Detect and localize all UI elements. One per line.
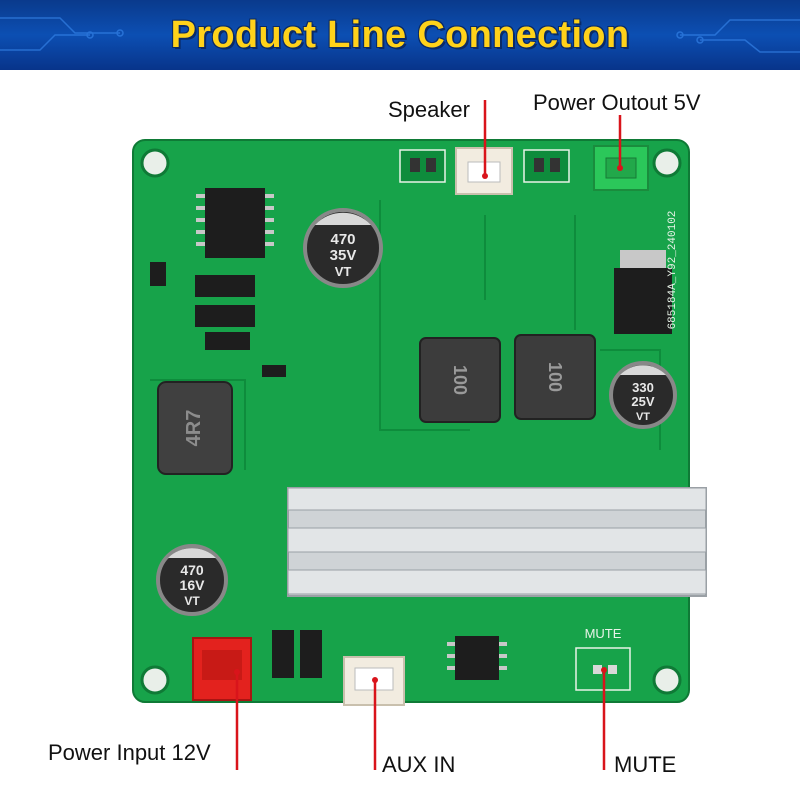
inductor-a-label: 100 xyxy=(450,365,470,395)
cap-right-series: VT xyxy=(636,411,650,423)
speaker-r-terminal xyxy=(399,149,446,183)
cap-small-value: 470 xyxy=(180,562,204,578)
cap-large-value: 470 xyxy=(330,231,355,248)
cap-right-voltage: 25V xyxy=(631,394,654,409)
mute-silkscreen: MUTE xyxy=(585,626,622,641)
mute-label: MUTE xyxy=(614,752,677,777)
opamp-ic xyxy=(447,636,507,680)
smd-components-bottom-left xyxy=(272,630,322,678)
capacitor-470uf-16v: 470 16V VT xyxy=(156,544,228,616)
mute-header: MUTE xyxy=(575,626,631,691)
cap-large-series: VT xyxy=(335,264,352,279)
pointer-lines xyxy=(235,100,622,770)
driver-ic xyxy=(196,188,274,258)
aux-in-label: AUX IN xyxy=(382,752,456,777)
title-banner: Product Line Connection xyxy=(0,0,800,70)
aluminum-heatsink xyxy=(287,487,707,597)
pointer-dots xyxy=(234,165,623,683)
page-title: Product Line Connection xyxy=(170,14,630,56)
inductor-100-a: 100 xyxy=(419,337,501,423)
power-in-label: Power Input 12V xyxy=(48,740,211,765)
power-input-connector xyxy=(192,637,252,701)
voltage-regulator xyxy=(614,250,672,334)
mounting-holes xyxy=(140,148,682,695)
speaker-label: Speaker xyxy=(388,97,470,122)
inductor-100-b: 100 xyxy=(514,334,596,420)
capacitor-470uf-35v: 470 35V VT xyxy=(303,208,383,288)
capacitor-330uf-25v: 330 25V VT xyxy=(609,361,677,429)
cap-right-value: 330 xyxy=(632,380,654,395)
smd-components-left xyxy=(150,262,286,377)
inductor-4r7: 4R7 xyxy=(157,381,233,475)
circuit-pattern-icon xyxy=(0,17,800,53)
cap-large-voltage: 35V xyxy=(330,247,357,264)
speaker-l-terminal xyxy=(523,149,570,183)
inductor-main-label: 4R7 xyxy=(183,410,205,447)
model-silkscreen: 685184A_Y92_240102 xyxy=(667,211,679,330)
inductor-b-label: 100 xyxy=(545,362,565,392)
pcb-traces xyxy=(150,200,661,470)
cap-small-series: VT xyxy=(184,594,200,608)
power-out-label: Power Outout 5V xyxy=(533,90,701,115)
cap-small-voltage: 16V xyxy=(180,577,206,593)
